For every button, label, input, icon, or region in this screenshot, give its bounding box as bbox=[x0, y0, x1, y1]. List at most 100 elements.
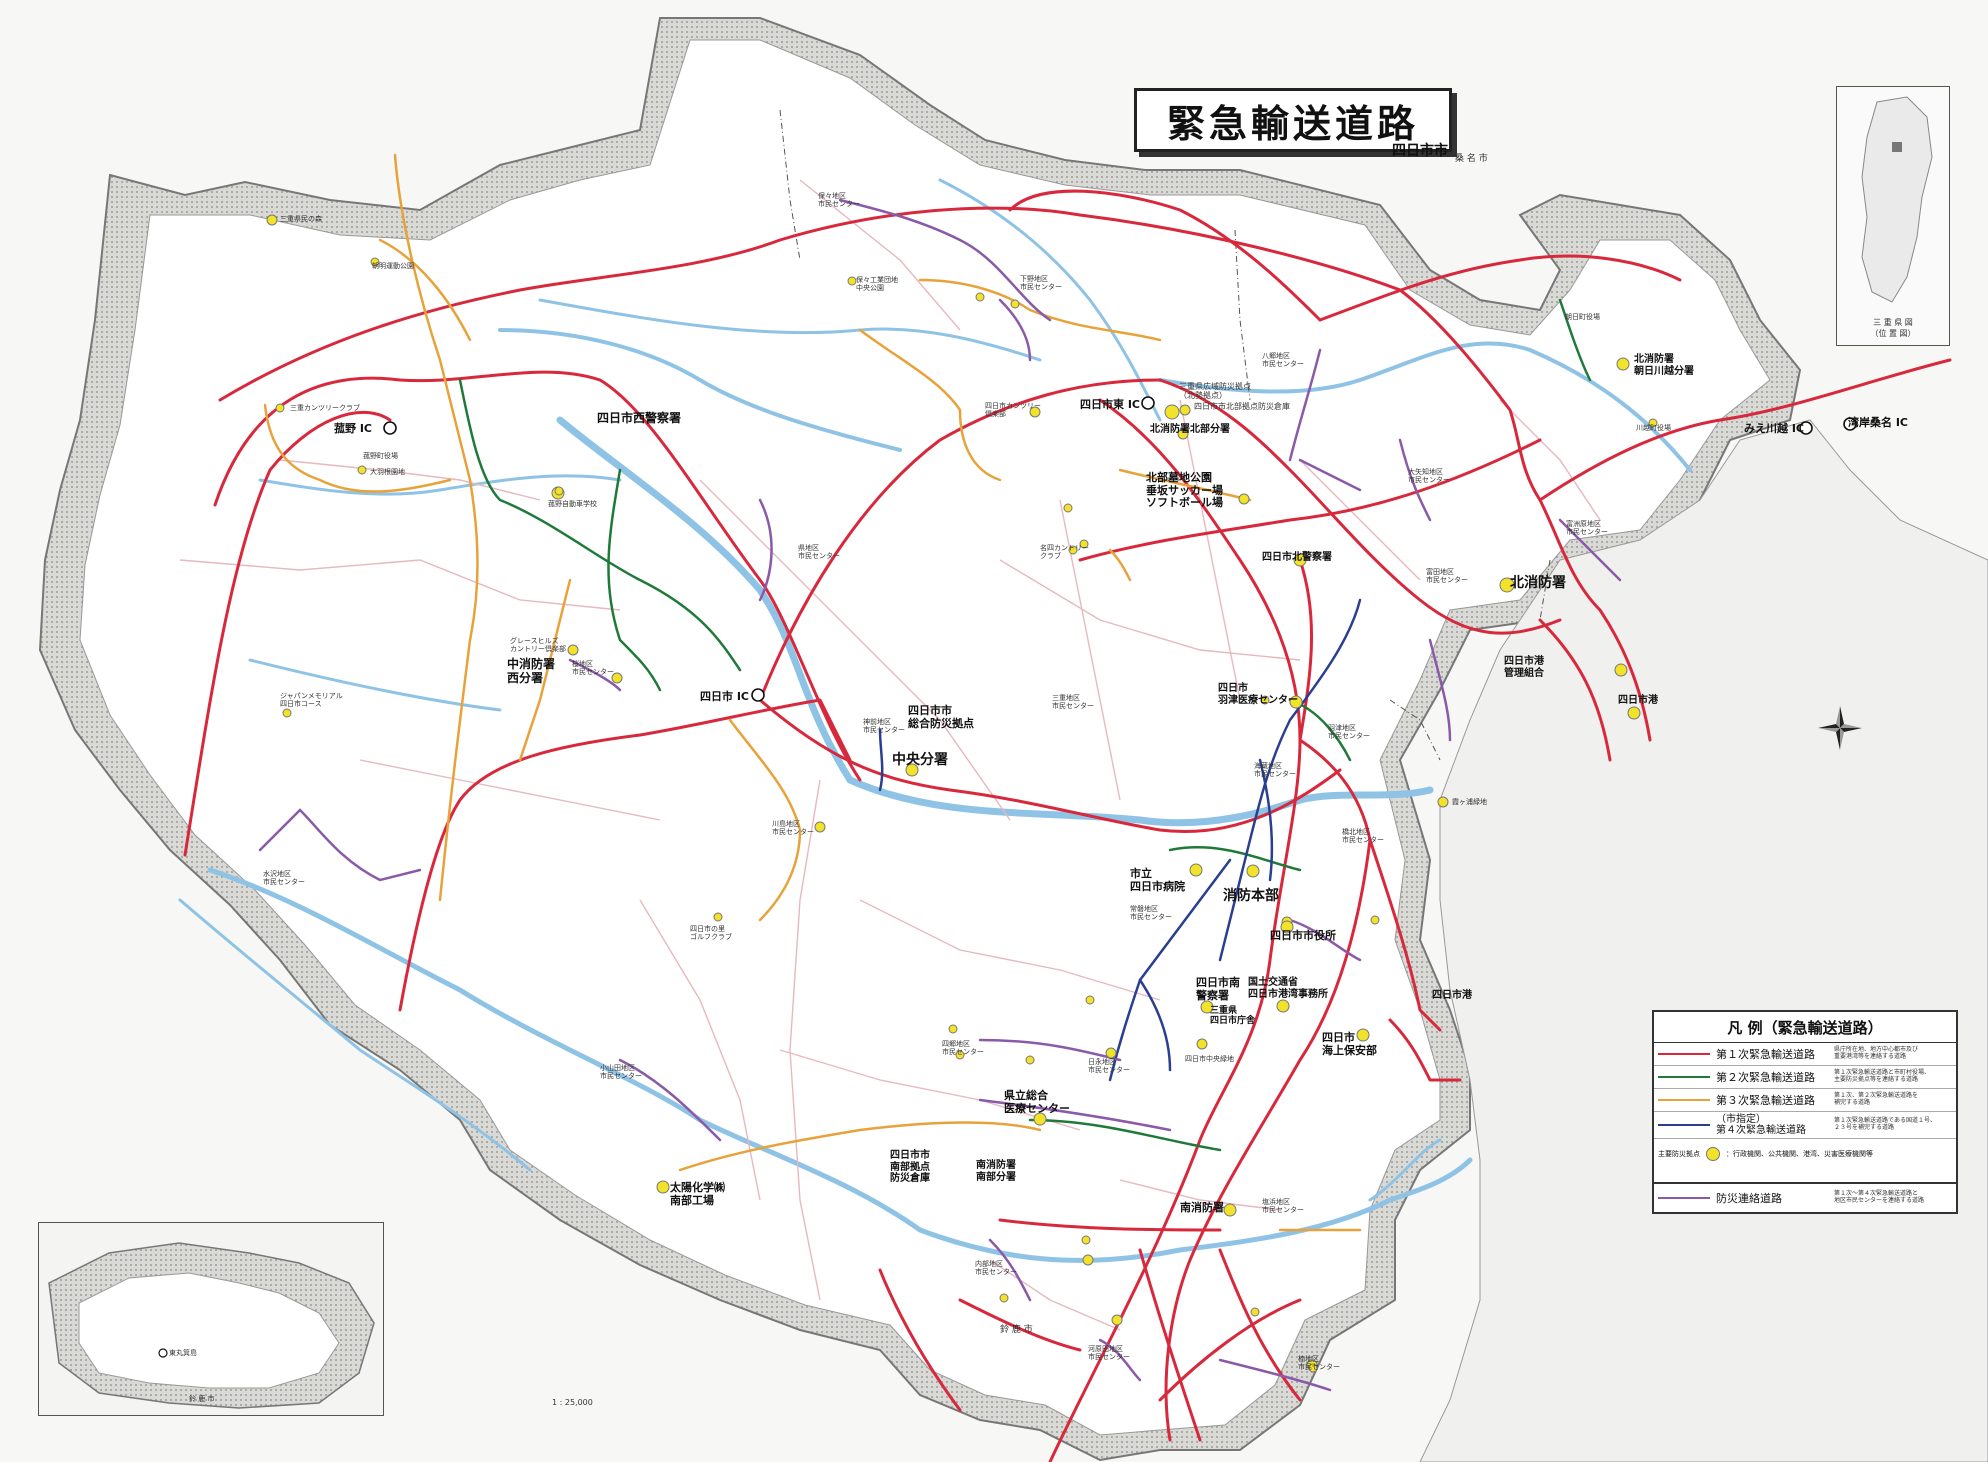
interchange-markers bbox=[383, 396, 1857, 702]
label-kokudo: 国土交通省 四日市港湾事務所 bbox=[1248, 977, 1328, 1000]
small-label: 内部地区 市民センター bbox=[975, 1260, 1017, 1277]
label-nanbu-warehouse: 四日市市 南部拠点 防災倉庫 bbox=[890, 1150, 930, 1184]
label-suzuka: 鈴 鹿 市 bbox=[1000, 1325, 1033, 1335]
small-label: 桜地区 市民センター bbox=[572, 660, 614, 677]
label-bosai-kyoten-n: 三重県広域防災拠点 （北勢拠点） bbox=[1179, 382, 1251, 401]
label-sogo-bosai: 四日市市 総合防災拠点 bbox=[908, 704, 974, 730]
label-port-1: 四日市港 bbox=[1618, 695, 1658, 706]
label-south-fire-nanbu: 南消防署 南部分署 bbox=[976, 1160, 1016, 1183]
small-label: 霞ヶ浦緑地 bbox=[1452, 798, 1487, 806]
legend-dot-label: 主要防災拠点 bbox=[1658, 1150, 1700, 1158]
small-label: 富洲原地区 市民センター bbox=[1566, 520, 1608, 537]
inset-suzuka-label: 鈴 鹿 市 bbox=[189, 1395, 215, 1403]
small-label: ジャパンメモリアル 四日市コース bbox=[280, 692, 343, 709]
label-north-fire: 北消防署 bbox=[1510, 575, 1566, 591]
ic-label-komono: 菰野 IC bbox=[334, 422, 372, 435]
small-label: 橋北地区 市民センター bbox=[1342, 828, 1384, 845]
label-north-police: 四日市北警察署 bbox=[1262, 552, 1332, 563]
legend-desc: 第１次緊急輸送道路である国道１号、 ２３号を補完する道路 bbox=[1834, 1117, 1936, 1131]
small-label: 朝日町役場 bbox=[1565, 313, 1600, 321]
secondary-roads bbox=[458, 298, 1592, 1152]
small-label: 塩浜地区 市民センター bbox=[1262, 1198, 1304, 1215]
label-hazu-medical: 四日市 羽津医療センター bbox=[1218, 683, 1298, 706]
label-north-bosai-warehouse: 四日市市北部拠点防災倉庫 bbox=[1194, 402, 1290, 411]
locator-shape bbox=[1861, 96, 1933, 303]
label-mie-chosha: 三重県 四日市庁舎 bbox=[1210, 1006, 1256, 1027]
small-label: 川越町役場 bbox=[1636, 424, 1671, 432]
legend-line-primary bbox=[1658, 1053, 1710, 1055]
small-label: グレースヒルズ カントリー倶楽部 bbox=[510, 637, 566, 654]
disaster-link-roads bbox=[258, 198, 1622, 1392]
small-label: 四日市の里 ゴルフクラブ bbox=[690, 925, 732, 942]
label-minami-police: 四日市南 警察署 bbox=[1196, 976, 1240, 1002]
ic-label-yokkaichi: 四日市 IC bbox=[700, 690, 749, 703]
primary-roads bbox=[183, 189, 1952, 1462]
legend-row-primary: 第１次緊急輸送道路 県庁所在地、地方中心都市及び 重要港湾等を連絡する道路 bbox=[1654, 1043, 1956, 1066]
small-label: 日永地区 市民センター bbox=[1088, 1058, 1130, 1075]
legend-link-row: 防災連絡道路 第１次〜第４次緊急輸送道路と 地区市民センターを連絡する道路 bbox=[1654, 1182, 1956, 1212]
label-port-2: 四日市港 bbox=[1432, 990, 1472, 1001]
small-label: 菰野自動車学校 bbox=[548, 500, 597, 508]
legend-link-desc: 第１次〜第４次緊急輸送道路と 地区市民センターを連絡する道路 bbox=[1834, 1190, 1925, 1204]
legend-row-secondary: 第２次緊急輸送道路 第１次緊急輸送道路と市町村役場、 主要防災拠点等を連絡する道… bbox=[1654, 1066, 1956, 1089]
small-label: 羽津地区 市民センター bbox=[1328, 724, 1370, 741]
compass-icon bbox=[1818, 706, 1862, 750]
legend-row-fourth: （市指定） 第４次緊急輸送道路 第１次緊急輸送道路である国道１号、 ２３号を補完… bbox=[1654, 1112, 1956, 1139]
ic-label-wangan: 湾岸桑名 IC bbox=[1848, 416, 1908, 429]
small-label: 四日市中央緑地 bbox=[1185, 1055, 1234, 1063]
label-chuo-bunsho: 中央分署 bbox=[892, 752, 948, 768]
label-kuwana: 桑 名 市 bbox=[1455, 154, 1488, 164]
legend-desc: 第１次、第２次緊急輸送道路を 補完する道路 bbox=[1834, 1092, 1919, 1106]
boundary-dashes bbox=[779, 109, 1551, 761]
legend-desc: 第１次緊急輸送道路と市町村役場、 主要防災拠点等を連絡する道路 bbox=[1834, 1069, 1931, 1083]
small-label: 県地区 市民センター bbox=[798, 544, 840, 561]
small-label: 四日市カンツリー 倶楽部 bbox=[985, 402, 1041, 419]
legend-dot-row: 主要防災拠点 ：行政機関、公共機関、港湾、災害医療機関等 bbox=[1654, 1139, 1956, 1169]
locator-inset: 三 重 県 図 （位 置 図） bbox=[1836, 86, 1950, 346]
small-label: 三重県民の森 bbox=[280, 215, 322, 223]
legend-row-tertiary: 第３次緊急輸送道路 第１次、第２次緊急輸送道路を 補完する道路 bbox=[1654, 1089, 1956, 1112]
label-nishi-police: 四日市西警察署 bbox=[597, 411, 682, 425]
label-coast-guard: 四日市 海上保安部 bbox=[1322, 1031, 1377, 1057]
small-label: 海蔵地区 市民センター bbox=[1254, 762, 1296, 779]
map-title: 緊急輸送道路 bbox=[1134, 88, 1452, 152]
legend-desc: 県庁所在地、地方中心都市及び 重要港湾等を連絡する道路 bbox=[1834, 1046, 1919, 1060]
small-label: 水沢地区 市民センター bbox=[263, 870, 305, 887]
label-north-fire-asahi: 北消防署 朝日川越分署 bbox=[1634, 354, 1694, 377]
label-hokubu-park: 北部墓地公園 垂坂サッカー場 ソフトボール場 bbox=[1146, 471, 1223, 510]
legend-line-tertiary bbox=[1658, 1099, 1710, 1101]
fourth-roads bbox=[878, 598, 1362, 1082]
small-label: 川島地区 市民センター bbox=[772, 820, 814, 837]
small-label: 朝明運動公園 bbox=[372, 262, 414, 270]
small-label: 大羽根園地 bbox=[370, 468, 405, 476]
map-legend: 凡 例（緊急輸送道路） 第１次緊急輸送道路 県庁所在地、地方中心都市及び 重要港… bbox=[1652, 1010, 1958, 1214]
label-fire-hq: 消防本部 bbox=[1223, 888, 1279, 904]
rivers bbox=[178, 178, 1692, 1263]
legend-title: 凡 例（緊急輸送道路） bbox=[1654, 1012, 1956, 1043]
small-label: 楠地区 市民センター bbox=[1298, 1355, 1340, 1372]
legend-link-name: 防災連絡道路 bbox=[1716, 1192, 1782, 1205]
map-subtitle: 四日市市 bbox=[1392, 143, 1448, 159]
small-label: 保々工業団地 中央公園 bbox=[856, 276, 898, 293]
city-region bbox=[79, 39, 1771, 1436]
inset-island-map: 鈴 鹿 市 東丸箕島 bbox=[38, 1222, 384, 1416]
small-label: 名四カントリー クラブ bbox=[1040, 544, 1089, 561]
legend-name: 第１次緊急輸送道路 bbox=[1716, 1048, 1815, 1061]
small-label: 菰野町役場 bbox=[363, 452, 398, 460]
small-label: 富田地区 市民センター bbox=[1426, 568, 1468, 585]
label-city-hospital: 市立 四日市病院 bbox=[1130, 867, 1185, 893]
ic-label-yokkaichi-east: 四日市東 IC bbox=[1080, 398, 1140, 411]
small-label: 常磐地区 市民センター bbox=[1130, 905, 1172, 922]
label-city-hall: 四日市市役所 bbox=[1270, 929, 1336, 942]
legend-line-link bbox=[1658, 1197, 1710, 1199]
label-port-mgmt: 四日市港 管理組合 bbox=[1504, 656, 1544, 679]
small-label: 八郷地区 市民センター bbox=[1262, 352, 1304, 369]
legend-line-secondary bbox=[1658, 1076, 1710, 1078]
legend-dot-icon bbox=[1706, 1147, 1720, 1161]
ic-label-mie-kawagoe: みえ川越 IC bbox=[1744, 422, 1804, 435]
small-label: 三重地区 市民センター bbox=[1052, 694, 1094, 711]
legend-line-fourth bbox=[1658, 1124, 1710, 1126]
small-label: 河原田地区 市民センター bbox=[1088, 1345, 1130, 1362]
legend-dot-desc: ：行政機関、公共機関、港湾、災害医療機関等 bbox=[1726, 1150, 1873, 1158]
label-taiyo: 太陽化学㈱ 南部工場 bbox=[670, 1181, 725, 1207]
